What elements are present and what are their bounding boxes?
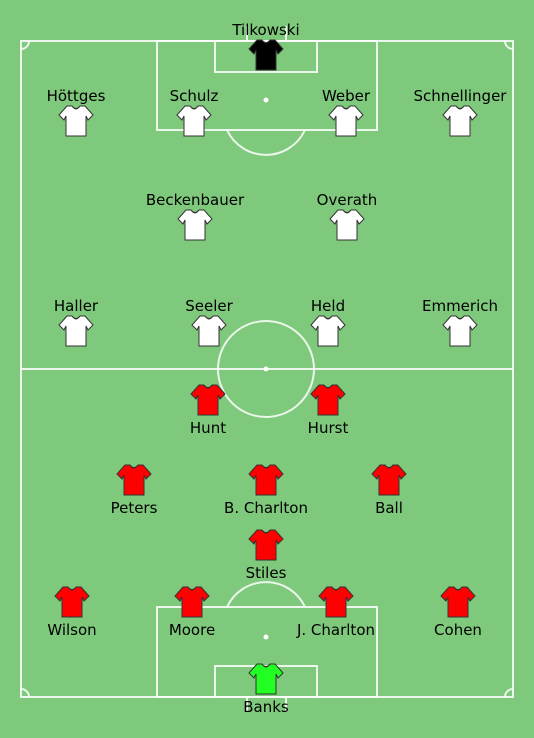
- bottom-penalty-spot: [263, 634, 269, 640]
- bottom-left-corner-arc: [20, 688, 30, 698]
- player-beckenbauer: Beckenbauer: [146, 191, 245, 241]
- player-held: Held: [310, 297, 346, 347]
- player-hurst-shirt-collar: [323, 384, 333, 389]
- player-weber: Weber: [322, 87, 371, 137]
- player-emmerich: Emmerich: [422, 297, 498, 347]
- player-banks: Banks: [243, 663, 289, 716]
- bottom-right-corner-arc: [504, 688, 514, 698]
- player-banks-name: Banks: [243, 698, 289, 716]
- top-penalty-spot: [263, 97, 269, 103]
- player-peters-shirt-collar: [129, 464, 139, 469]
- player-ball: Ball: [371, 464, 407, 517]
- player-schnellinger-name: Schnellinger: [414, 87, 508, 105]
- player-seeler: Seeler: [185, 297, 234, 347]
- player-hurst-name: Hurst: [308, 419, 349, 437]
- player-haller-name: Haller: [54, 297, 99, 315]
- player-hottges: Höttges: [47, 87, 106, 137]
- bottom-penalty-arc: [226, 581, 306, 608]
- center-spot: [263, 366, 269, 372]
- player-b-charlton-shirt-collar: [261, 464, 271, 469]
- player-j-charlton-name: J. Charlton: [296, 621, 375, 639]
- player-overath-shirt-collar: [342, 209, 352, 214]
- player-emmerich-shirt-collar: [455, 315, 465, 320]
- player-stiles-name: Stiles: [246, 564, 287, 582]
- player-overath: Overath: [317, 191, 378, 241]
- pitch-markings: [20, 26, 514, 712]
- player-stiles-shirt-collar: [261, 529, 271, 534]
- player-held-shirt-collar: [323, 315, 333, 320]
- player-ball-name: Ball: [375, 499, 403, 517]
- player-hottges-name: Höttges: [47, 87, 106, 105]
- player-hottges-shirt-collar: [71, 105, 81, 110]
- player-moore-shirt-collar: [187, 586, 197, 591]
- player-hurst: Hurst: [308, 384, 349, 437]
- player-cohen: Cohen: [434, 586, 482, 639]
- player-peters-name: Peters: [111, 499, 158, 517]
- player-haller-shirt-collar: [71, 315, 81, 320]
- player-tilkowski-shirt-collar: [261, 39, 271, 44]
- player-seeler-shirt-collar: [204, 315, 214, 320]
- player-moore: Moore: [169, 586, 215, 639]
- player-b-charlton-name: B. Charlton: [224, 499, 308, 517]
- player-emmerich-name: Emmerich: [422, 297, 498, 315]
- player-ball-shirt-collar: [384, 464, 394, 469]
- player-beckenbauer-shirt-collar: [190, 209, 200, 214]
- player-haller: Haller: [54, 297, 99, 347]
- player-schulz-shirt-collar: [189, 105, 199, 110]
- top-left-corner-arc: [20, 40, 30, 50]
- player-schulz-name: Schulz: [170, 87, 219, 105]
- player-wilson: Wilson: [47, 586, 97, 639]
- player-beckenbauer-name: Beckenbauer: [146, 191, 245, 209]
- player-cohen-shirt-collar: [453, 586, 463, 591]
- player-weber-shirt-collar: [341, 105, 351, 110]
- player-b-charlton: B. Charlton: [224, 464, 308, 517]
- player-hunt-shirt-collar: [203, 384, 213, 389]
- player-wilson-name: Wilson: [47, 621, 96, 639]
- player-j-charlton: J. Charlton: [296, 586, 375, 639]
- player-schnellinger-shirt-collar: [455, 105, 465, 110]
- player-tilkowski-name: Tilkowski: [231, 21, 299, 39]
- player-schulz: Schulz: [170, 87, 219, 137]
- player-schnellinger: Schnellinger: [414, 87, 508, 137]
- player-moore-name: Moore: [169, 621, 215, 639]
- player-banks-shirt-collar: [261, 663, 271, 668]
- player-peters: Peters: [111, 464, 158, 517]
- top-right-corner-arc: [504, 40, 514, 50]
- player-overath-name: Overath: [317, 191, 378, 209]
- player-cohen-name: Cohen: [434, 621, 482, 639]
- center-circle: [217, 320, 315, 418]
- player-weber-name: Weber: [322, 87, 371, 105]
- player-seeler-name: Seeler: [185, 297, 233, 315]
- player-wilson-shirt-collar: [67, 586, 77, 591]
- player-j-charlton-shirt-collar: [331, 586, 341, 591]
- player-held-name: Held: [311, 297, 345, 315]
- top-goal-area: [214, 40, 318, 73]
- player-tilkowski: Tilkowski: [231, 21, 300, 71]
- top-penalty-arc: [226, 129, 306, 156]
- player-hunt: Hunt: [190, 384, 226, 437]
- player-hunt-name: Hunt: [190, 419, 226, 437]
- player-stiles: Stiles: [246, 529, 287, 582]
